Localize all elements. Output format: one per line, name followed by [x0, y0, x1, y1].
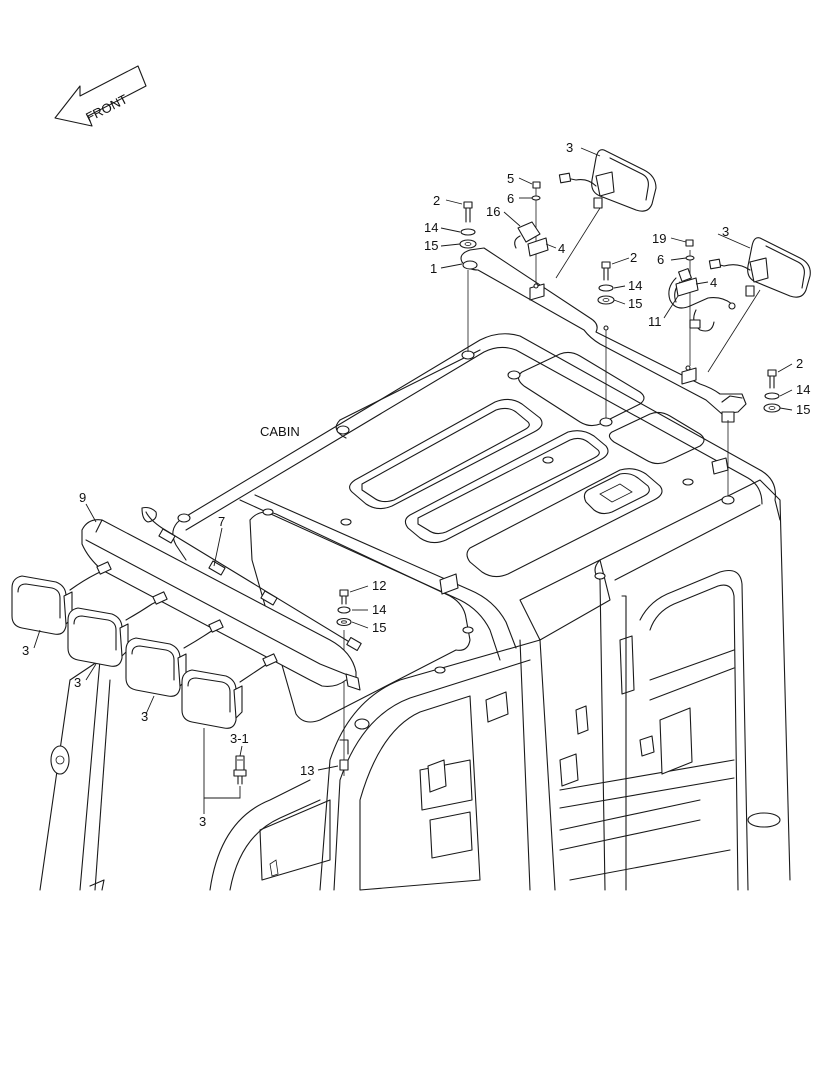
rear-lamp-bracket: [460, 247, 747, 423]
callout-14: 14: [424, 220, 438, 235]
harness-11: [668, 268, 736, 332]
callout-6: 6: [657, 252, 664, 267]
cabin-body: [39, 333, 791, 891]
callout-16: 16: [486, 204, 500, 219]
callout-19: 19: [652, 231, 666, 246]
callout-15: 15: [372, 620, 386, 635]
callout-4: 4: [558, 241, 565, 256]
callout-3: 3: [566, 140, 573, 155]
callout-7: 7: [218, 514, 225, 529]
callout-14: 14: [796, 382, 810, 397]
bulb-icon: [233, 755, 247, 785]
front-work-lamp-4: [181, 653, 278, 729]
callout-3: 3: [74, 675, 81, 690]
fasteners: [336, 181, 781, 776]
callout-15: 15: [628, 296, 642, 311]
callout-3: 3: [22, 643, 29, 658]
callout-3: 3: [722, 224, 729, 239]
leader-lines: [33, 147, 793, 814]
callout-15: 15: [796, 402, 810, 417]
callout-12: 12: [372, 578, 386, 593]
front-arrow-icon: FRONT: [54, 65, 147, 127]
callout-13: 13: [300, 763, 314, 778]
callout-3: 3: [199, 814, 206, 829]
callout-2: 2: [796, 356, 803, 371]
callout-labels: 3 5 2 6 16 14 4 15 1 3 19 2 6 4 14 15 11…: [22, 140, 810, 829]
callout-5: 5: [507, 171, 514, 186]
callout-6: 6: [507, 191, 514, 206]
callout-15: 15: [424, 238, 438, 253]
callout-14: 14: [628, 278, 642, 293]
callout-14: 14: [372, 602, 386, 617]
rear-work-lamp-right: [708, 237, 811, 298]
callout-9: 9: [79, 490, 86, 505]
front-work-lamp-2: [67, 591, 168, 667]
callout-2: 2: [630, 250, 637, 265]
callout-2: 2: [433, 193, 440, 208]
callout-11: 11: [648, 314, 662, 329]
callout-1: 1: [430, 261, 437, 276]
assembly-lines: [343, 188, 761, 760]
front-lamp-bracket: [81, 519, 361, 691]
cabin-label: CABIN: [260, 424, 300, 439]
harness-7: [141, 506, 362, 652]
callout-3-1: 3-1: [230, 731, 249, 746]
front-work-lamp-1: [11, 561, 112, 635]
clip-16: [514, 221, 549, 257]
rear-work-lamp-left: [558, 149, 657, 212]
callout-3: 3: [141, 709, 148, 724]
callout-4: 4: [710, 275, 717, 290]
